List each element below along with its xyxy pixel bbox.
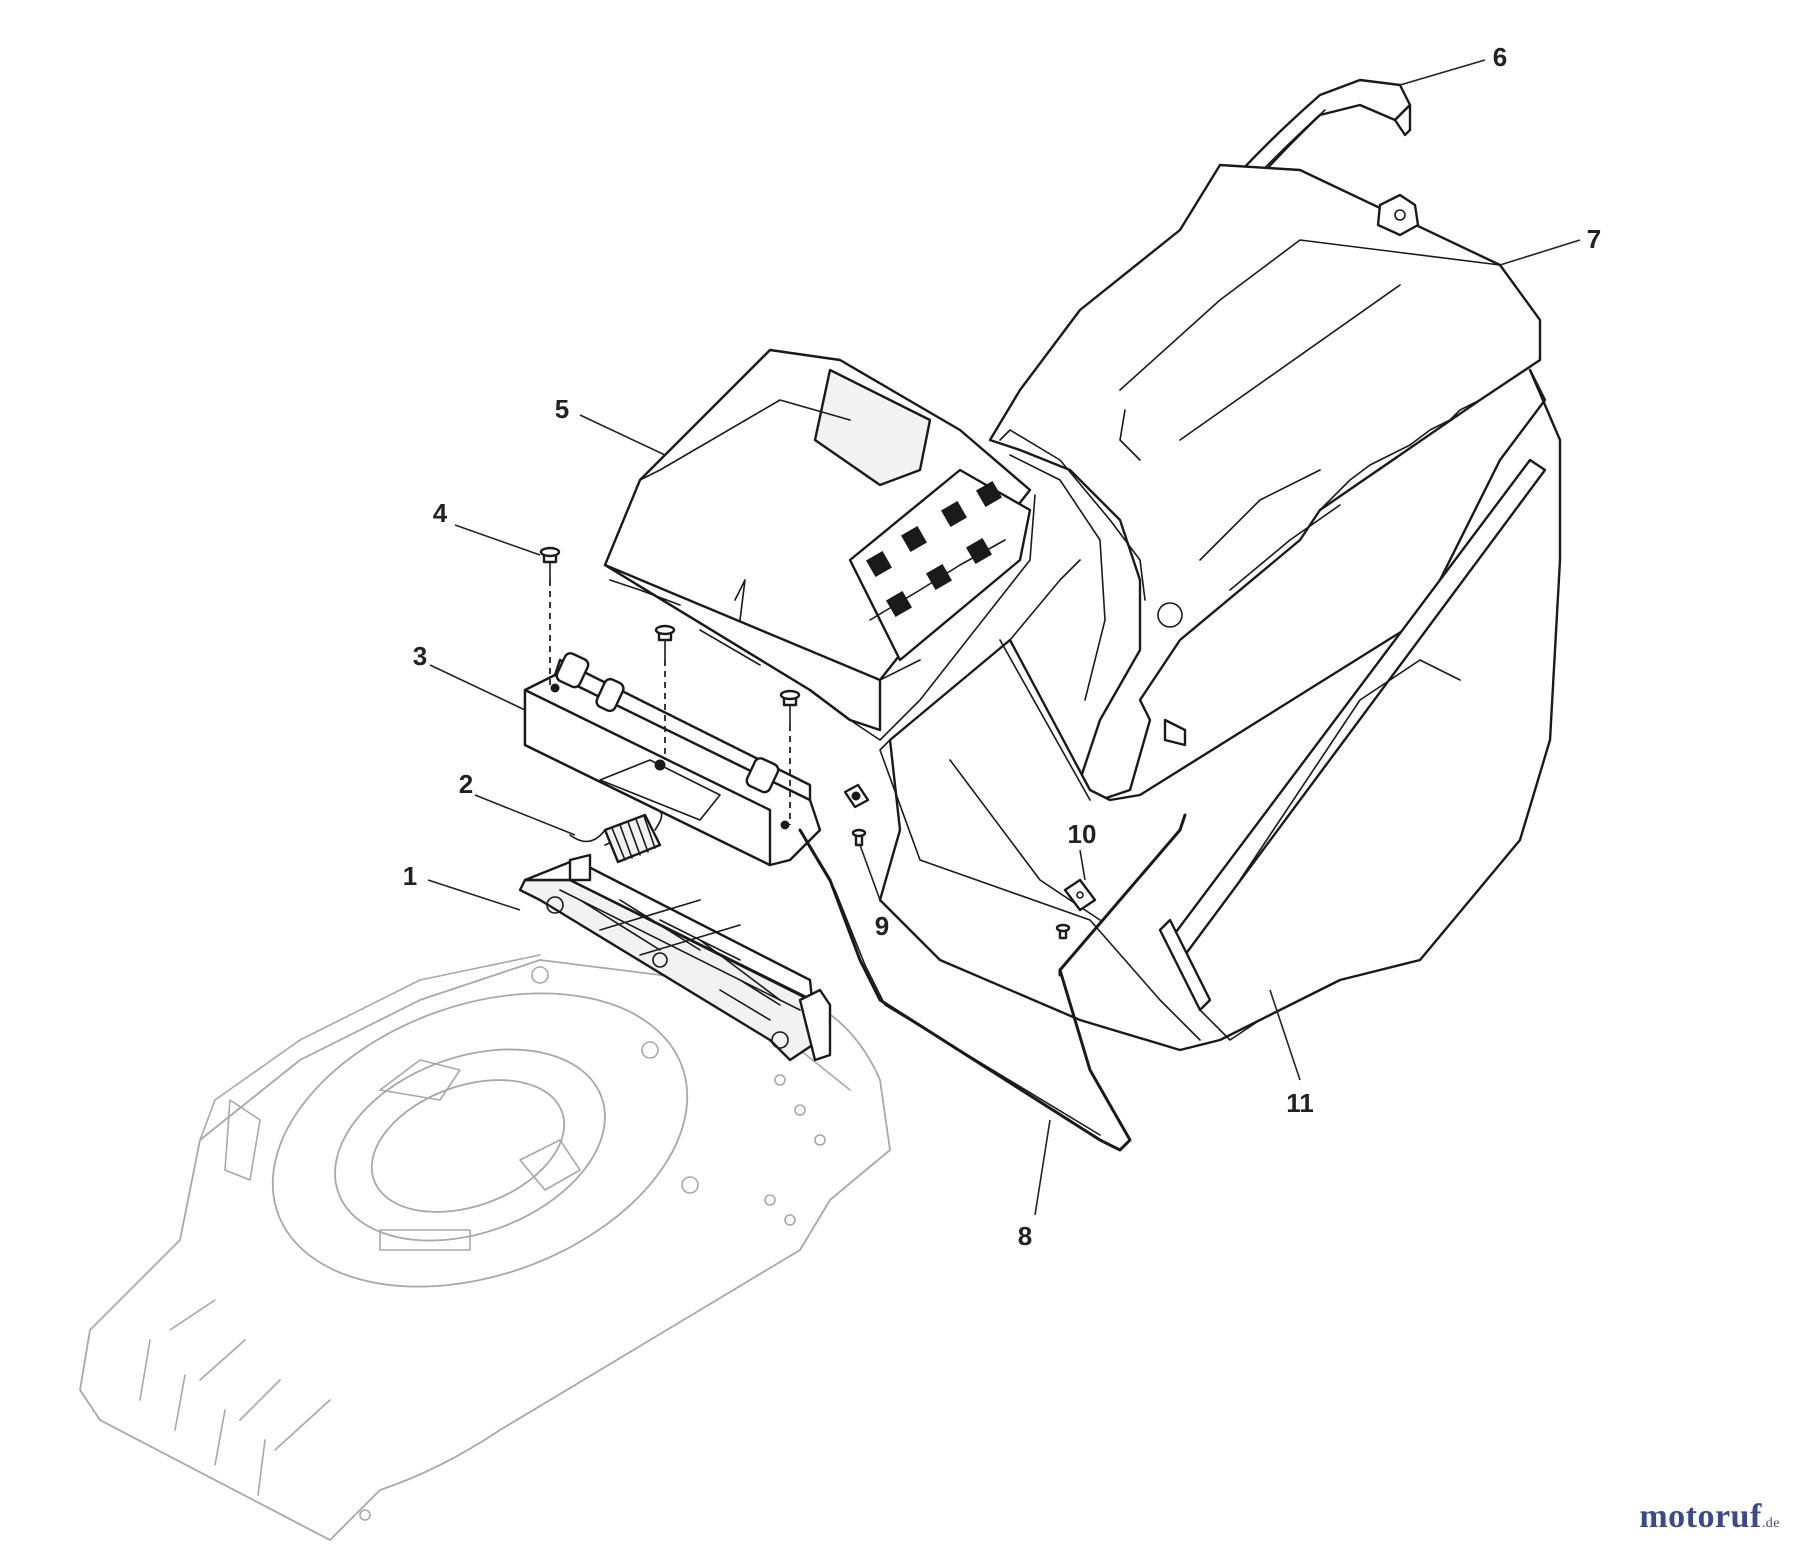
- callout-8: 8: [1018, 1221, 1032, 1251]
- callout-3: 3: [413, 641, 427, 671]
- watermark-text: motoruf: [1639, 1498, 1762, 1535]
- callout-2: 2: [459, 769, 473, 799]
- part-10-clip: [1055, 878, 1097, 940]
- part-7-catcher-top: [988, 163, 1542, 802]
- part-9-fastener: [843, 783, 870, 847]
- part-8-bag-frame: [798, 813, 1187, 1152]
- callout-7: 7: [1587, 224, 1601, 254]
- callout-4: 4: [433, 498, 448, 528]
- part-2-spring: [569, 811, 663, 864]
- callout-11: 11: [1286, 1088, 1314, 1118]
- part-3-flap: [523, 652, 822, 867]
- watermark-tld: .de: [1761, 1516, 1780, 1531]
- part-1-flap-bracket: [518, 853, 832, 1062]
- callout-6: 6: [1493, 42, 1507, 72]
- mower-deck-outline: [79, 954, 891, 1541]
- part-5-catcher-lid: [603, 348, 1036, 741]
- callout-leaders: [427, 59, 1581, 1216]
- callout-10: 10: [1068, 819, 1097, 849]
- callout-1: 1: [403, 861, 417, 891]
- callout-5: 5: [555, 394, 569, 424]
- part-4-screws: [539, 546, 801, 825]
- callout-labels: 1 2 3 4 5 6 7 8 9 10 11: [403, 42, 1601, 1251]
- callout-9: 9: [875, 911, 889, 941]
- watermark-logo: motoruf.de: [1639, 1498, 1780, 1536]
